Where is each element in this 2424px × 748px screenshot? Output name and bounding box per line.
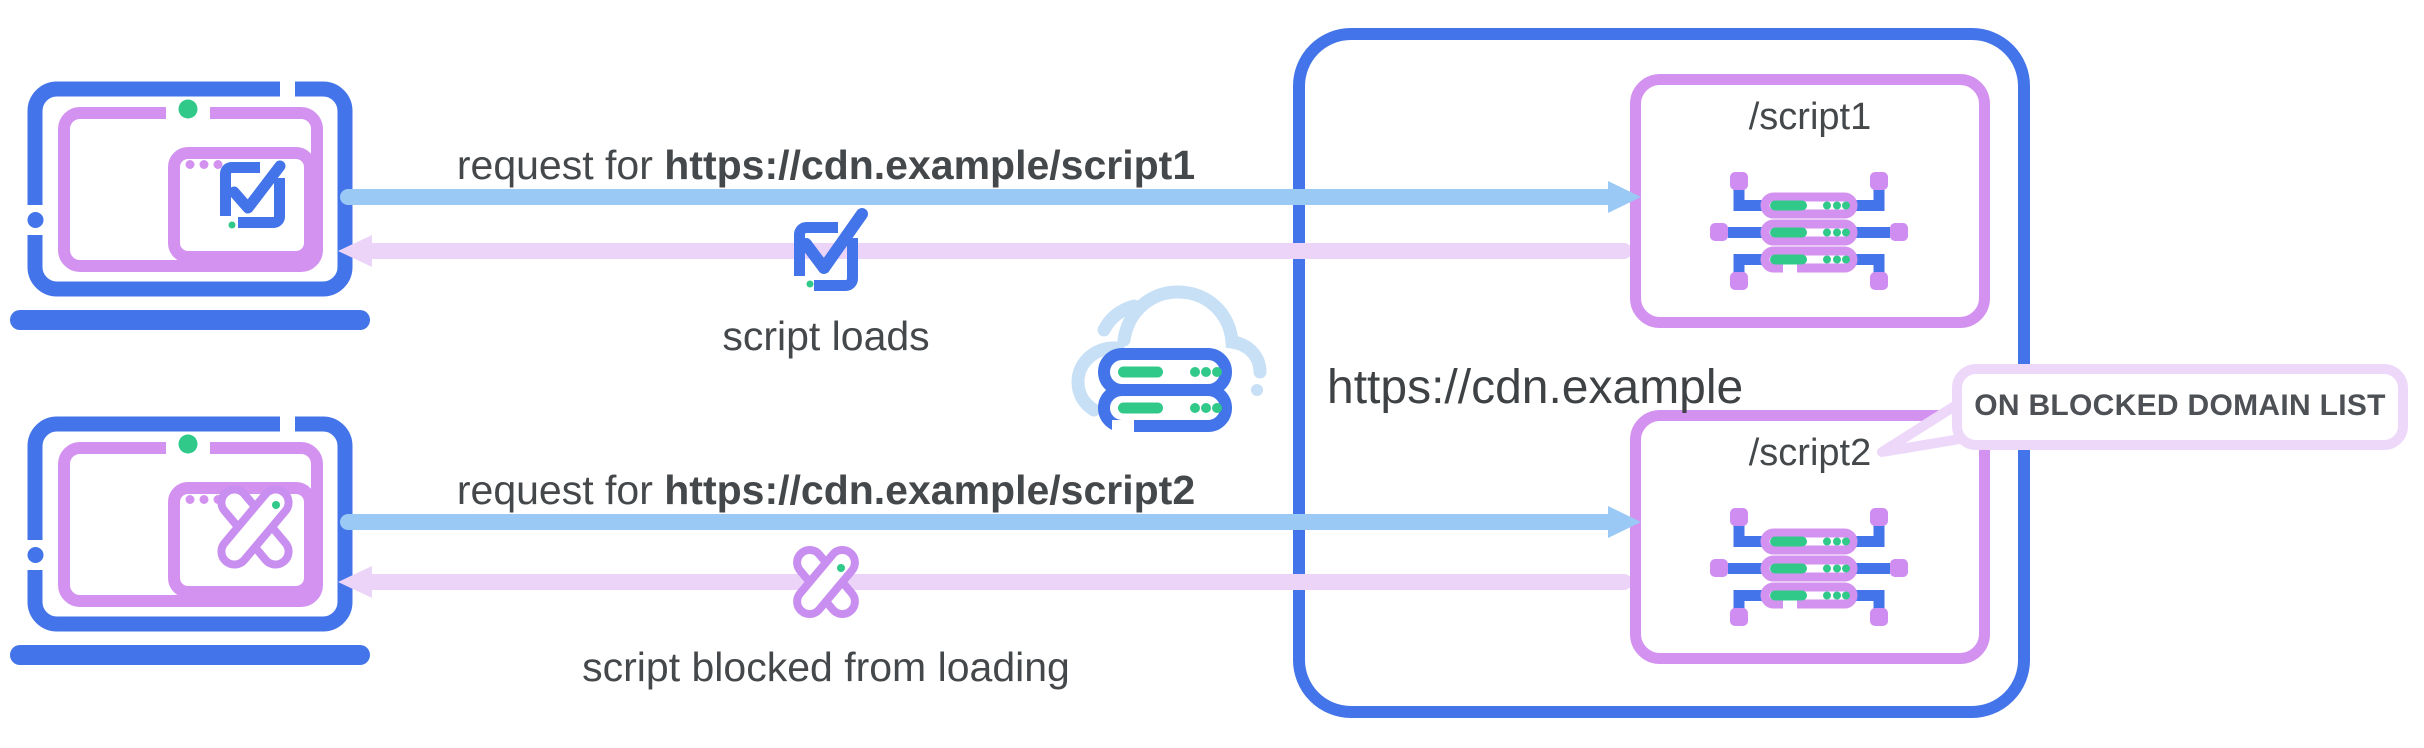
response-arrow-script1 — [338, 235, 1630, 267]
result-label-script2: script blocked from loading — [582, 644, 1070, 690]
cdn-domain-label: https://cdn.example — [1327, 361, 1744, 414]
response-arrow-script2 — [338, 566, 1630, 598]
request-label-url: https://cdn.example/script1 — [664, 142, 1196, 188]
cloud-server-icon — [1071, 285, 1267, 432]
laptop-check-icon — [10, 76, 370, 330]
check-icon — [792, 208, 868, 292]
result-label-script1: script loads — [722, 313, 930, 359]
request-label-script1: request for https://cdn.example/script1 — [426, 142, 1226, 189]
request-arrow-script2 — [340, 506, 1641, 538]
blocked-domain-tooltip: ON BLOCKED DOMAIN LIST — [1952, 364, 2408, 450]
request-label-script2: request for https://cdn.example/script2 — [426, 467, 1226, 514]
request-label-prefix: request for — [456, 467, 665, 513]
endpoint-label-script1: /script1 — [1748, 96, 1872, 138]
endpoint-label-script2: /script2 — [1748, 432, 1872, 474]
request-arrow-script1 — [340, 181, 1641, 213]
request-label-prefix: request for — [456, 142, 665, 188]
server-cluster-icon-script2 — [1710, 508, 1908, 626]
request-label-url: https://cdn.example/script2 — [664, 467, 1196, 513]
cross-icon — [793, 545, 859, 619]
server-cluster-icon-script1 — [1710, 172, 1908, 290]
laptop-blocked-icon — [10, 411, 370, 665]
